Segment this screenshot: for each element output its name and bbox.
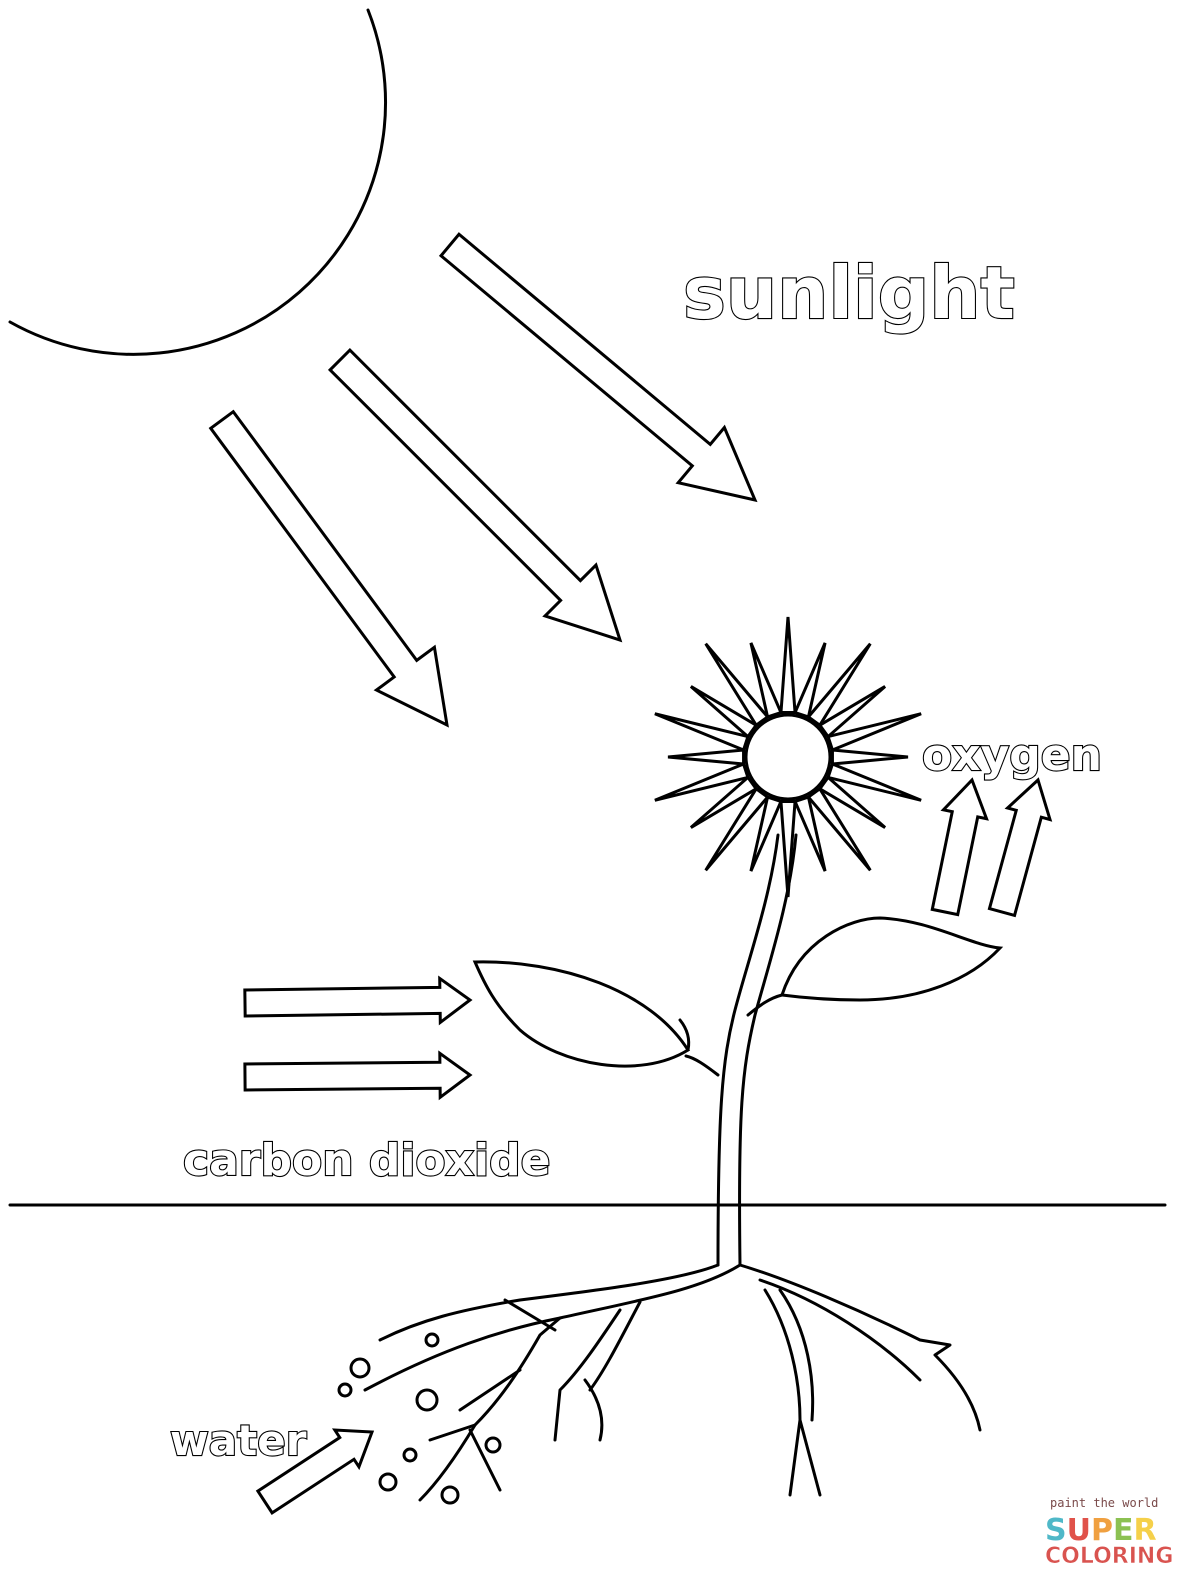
sunlight-arrow (327, 347, 623, 643)
flower-center (744, 713, 832, 801)
logo-line1: SUPER (1045, 1513, 1157, 1548)
sun (8, 8, 388, 356)
carbon-dioxide-arrow (243, 975, 473, 1026)
carbon-dioxide-label: carbon dioxide (183, 1135, 550, 1186)
left-leaf (472, 960, 691, 1068)
petal (779, 616, 797, 715)
water-bubbles (337, 1332, 502, 1505)
petal (806, 642, 872, 728)
logo-tagline: paint the world (1050, 1496, 1158, 1510)
petal (817, 685, 887, 739)
petal (689, 775, 759, 829)
petal (817, 775, 887, 829)
sunlight-label: sunlight (683, 251, 1015, 335)
petal (654, 762, 750, 802)
petal (826, 762, 922, 802)
petal (806, 786, 872, 872)
petal (793, 642, 827, 719)
stem (684, 833, 798, 1267)
carbon-dioxide-arrow (243, 1050, 473, 1101)
petal (779, 799, 797, 898)
sunflower (654, 616, 922, 898)
petal (793, 795, 827, 872)
petal (749, 642, 783, 719)
oxygen-arrow (987, 777, 1053, 918)
right-leaf (780, 916, 1004, 1002)
roots (363, 1263, 982, 1502)
petal (654, 712, 750, 752)
super-coloring-logo: paint the world SUPER COLORING (1045, 1496, 1174, 1569)
oxygen-label: oxygen (922, 730, 1102, 781)
water-label: water (170, 1416, 307, 1465)
petal (826, 712, 922, 752)
logo-line2: COLORING (1045, 1544, 1173, 1569)
sunlight-arrow (438, 232, 758, 503)
petal (830, 748, 909, 766)
water-arrow (255, 1428, 375, 1515)
petal (689, 685, 759, 739)
oxygen-arrow (930, 777, 989, 917)
sunlight-arrow (208, 409, 449, 728)
petal (704, 786, 770, 872)
petal (704, 642, 770, 728)
petal (749, 795, 783, 872)
petal (667, 748, 746, 766)
arrows (208, 232, 1053, 1515)
